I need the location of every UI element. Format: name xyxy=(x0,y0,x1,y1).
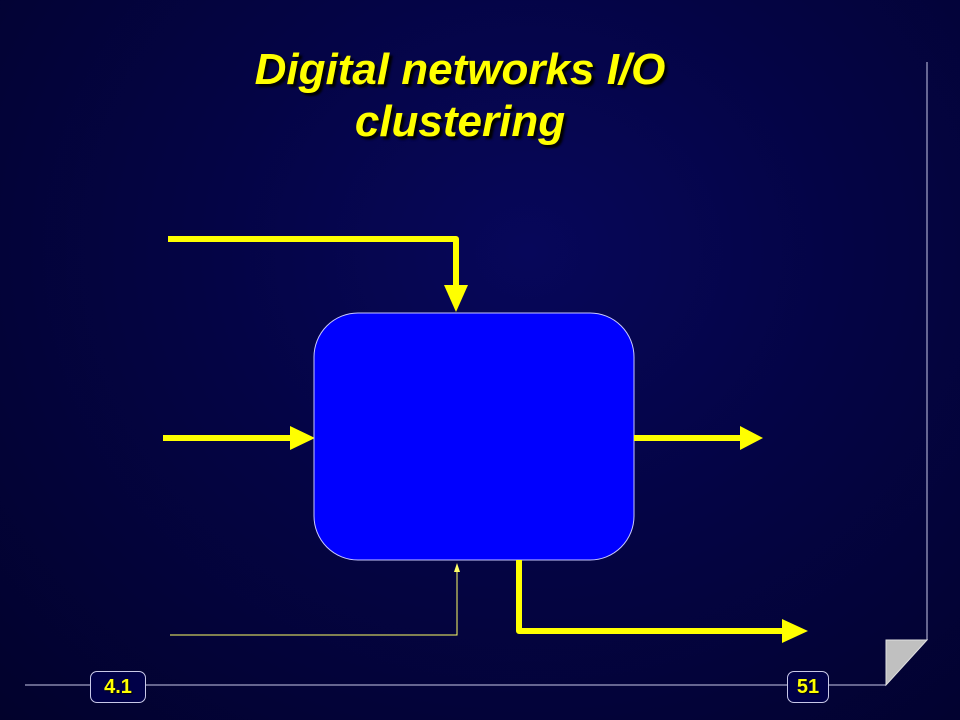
page-curl-corner xyxy=(885,639,929,687)
input-arrow-top-head xyxy=(444,285,468,312)
section-number-badge: 4.1 xyxy=(90,671,146,703)
output-arrow-right-head xyxy=(740,426,763,450)
output-arrow-bottom-head xyxy=(782,619,808,643)
input-arrow-top xyxy=(168,236,459,285)
output-arrow-bottom xyxy=(516,560,784,634)
slide-title: Digital networks I/O clustering xyxy=(170,44,750,148)
title-line-2: clustering xyxy=(354,97,566,146)
input-arrow-middle-head xyxy=(290,426,315,450)
processing-block xyxy=(313,312,635,561)
page-number-badge: 51 xyxy=(787,671,829,703)
title-line-1: Digital networks I/O xyxy=(254,45,666,94)
input-line-bottom-thin xyxy=(170,572,458,636)
input-line-bottom-thin-head xyxy=(454,563,460,572)
